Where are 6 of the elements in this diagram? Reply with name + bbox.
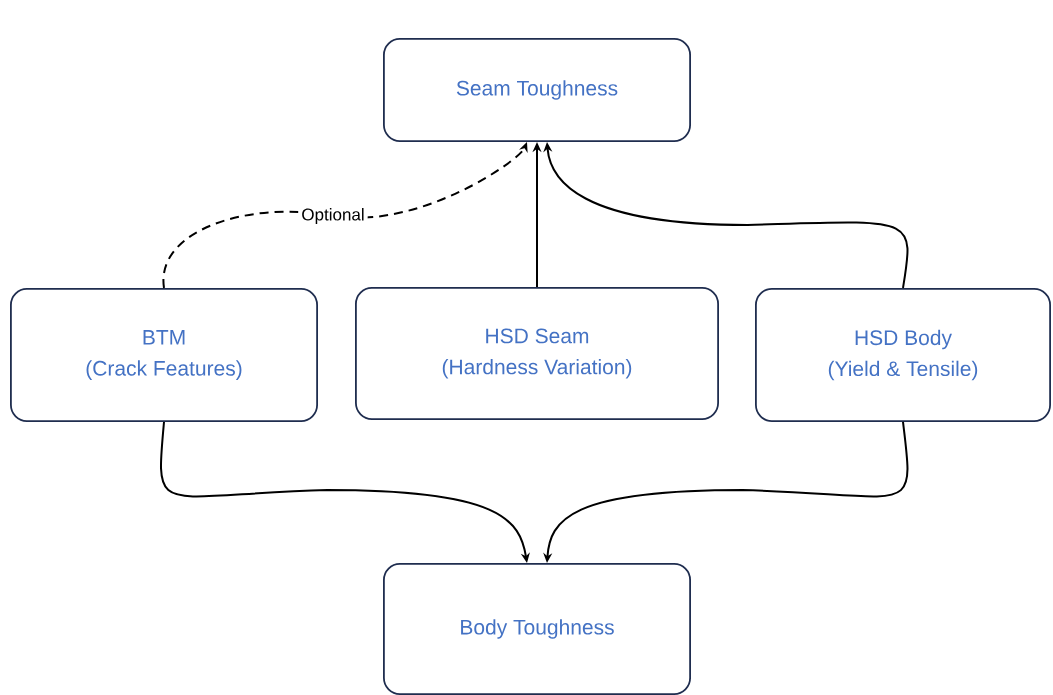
process-box: Body Toughness: [383, 563, 691, 695]
process-box: HSD Body (Yield & Tensile): [755, 288, 1051, 422]
edge-label: Optional: [298, 205, 368, 227]
process-box: Seam Toughness: [383, 38, 691, 142]
process-box: BTM (Crack Features): [10, 288, 318, 422]
process-box: HSD Seam (Hardness Variation): [355, 287, 719, 420]
